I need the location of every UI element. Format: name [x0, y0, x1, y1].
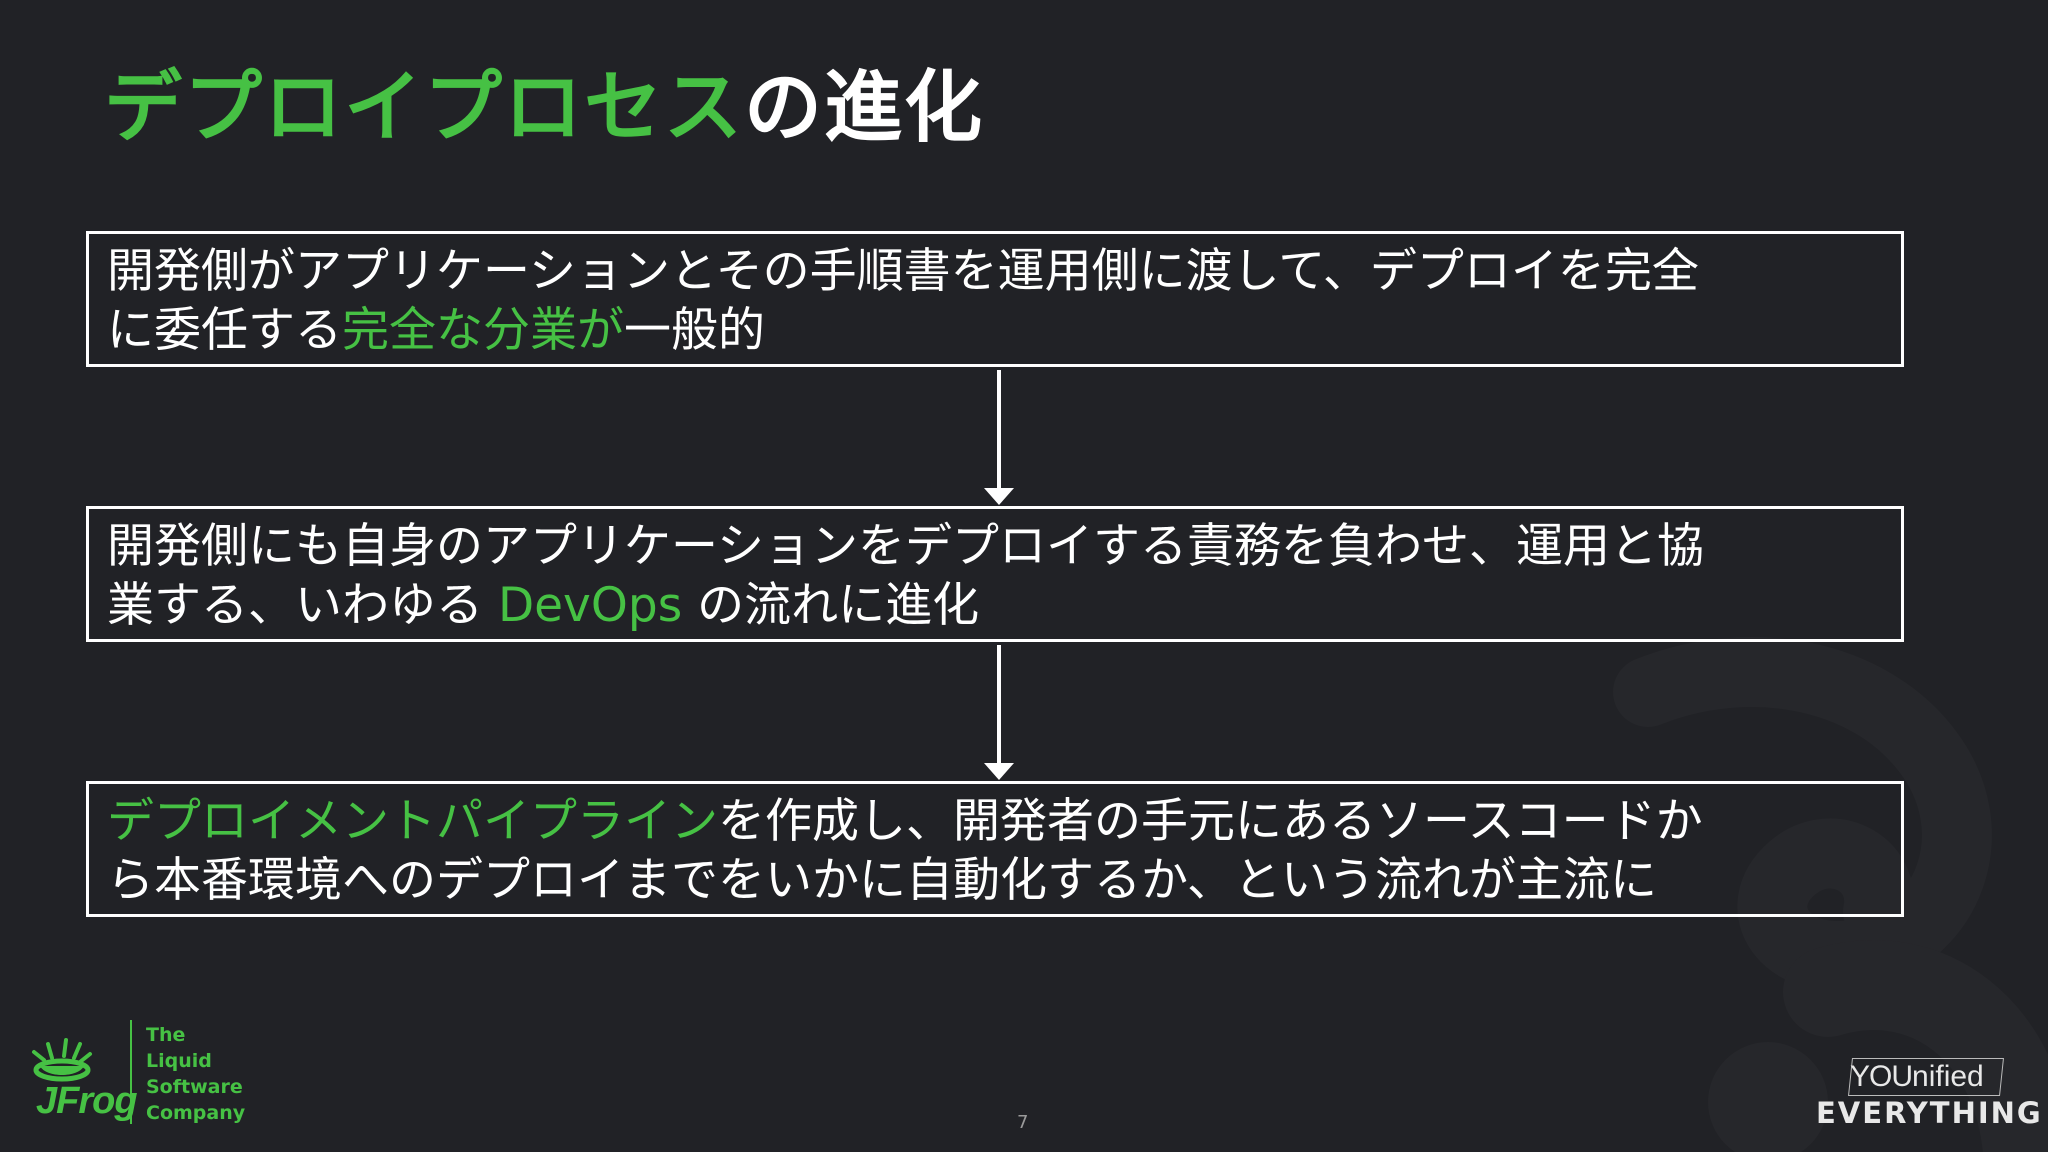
box-3-highlight: デプロイメントパイプライン	[107, 794, 718, 849]
down-arrow-2	[984, 645, 1014, 780]
box-3-line-1: デプロイメントパイプラインを作成し、開発者の手元にあるソースコードか	[107, 792, 1883, 851]
box-1-text: に委任する	[107, 303, 342, 358]
box-1-highlight: 完全な分業が	[342, 303, 624, 358]
box-2-line-1: 開発側にも自身のアプリケーションをデプロイする責務を負わせ、運用と協	[107, 519, 1705, 574]
box-3-text: を作成し、開発者の手元にあるソースコードか	[718, 794, 1703, 849]
jfrog-logo-icon	[32, 1038, 92, 1082]
tagline-line-1: The	[146, 1024, 186, 1046]
title-rest: の進化	[744, 63, 985, 153]
younified-caps: YOU	[1850, 1060, 1913, 1093]
down-arrow-1	[984, 370, 1014, 505]
younified-rest: nified	[1912, 1060, 1984, 1093]
process-box-2: 開発側にも自身のアプリケーションをデプロイする責務を負わせ、運用と協 業する、い…	[86, 506, 1904, 642]
background-swirl-decoration	[1613, 637, 2048, 1152]
box-2-line-2: 業する、いわゆる DevOps の流れに進化	[107, 576, 1883, 635]
page-number: 7	[1017, 1112, 1029, 1133]
slide-title: デプロイプロセスの進化	[104, 58, 984, 158]
box-1-text-end: 一般的	[624, 303, 765, 358]
box-1-line-1: 開発側がアプリケーションとその手順書を運用側に渡して、デプロイを完全	[107, 244, 1699, 299]
logo-divider	[130, 1020, 132, 1124]
process-box-1: 開発側がアプリケーションとその手順書を運用側に渡して、デプロイを完全 に委任する…	[86, 231, 1904, 367]
box-2-highlight: DevOps	[497, 578, 683, 633]
younified-everything-logo: YOUnified EVERYTHING	[1810, 1046, 2041, 1136]
box-3-line-2: ら本番環境へのデプロイまでをいかに自動化するか、という流れが主流に	[107, 853, 1658, 908]
process-box-3: デプロイメントパイプラインを作成し、開発者の手元にあるソースコードか ら本番環境…	[86, 781, 1904, 917]
tagline-line-4: Company	[146, 1102, 246, 1124]
tagline-line-3: Software	[146, 1076, 243, 1098]
jfrog-logo-text: JFrog	[36, 1080, 138, 1122]
box-2-text: 業する、いわゆる	[107, 578, 498, 633]
younified-text: YOUnified	[1850, 1060, 1984, 1094]
everything-text: EVERYTHING	[1816, 1096, 2043, 1130]
company-tagline: The Liquid Software Company	[146, 1022, 245, 1126]
box-1-line-2: に委任する完全な分業が一般的	[107, 301, 1883, 360]
title-highlight: デプロイプロセス	[104, 63, 745, 153]
tagline-line-2: Liquid	[146, 1050, 212, 1072]
box-2-text-end: の流れに進化	[682, 578, 980, 633]
